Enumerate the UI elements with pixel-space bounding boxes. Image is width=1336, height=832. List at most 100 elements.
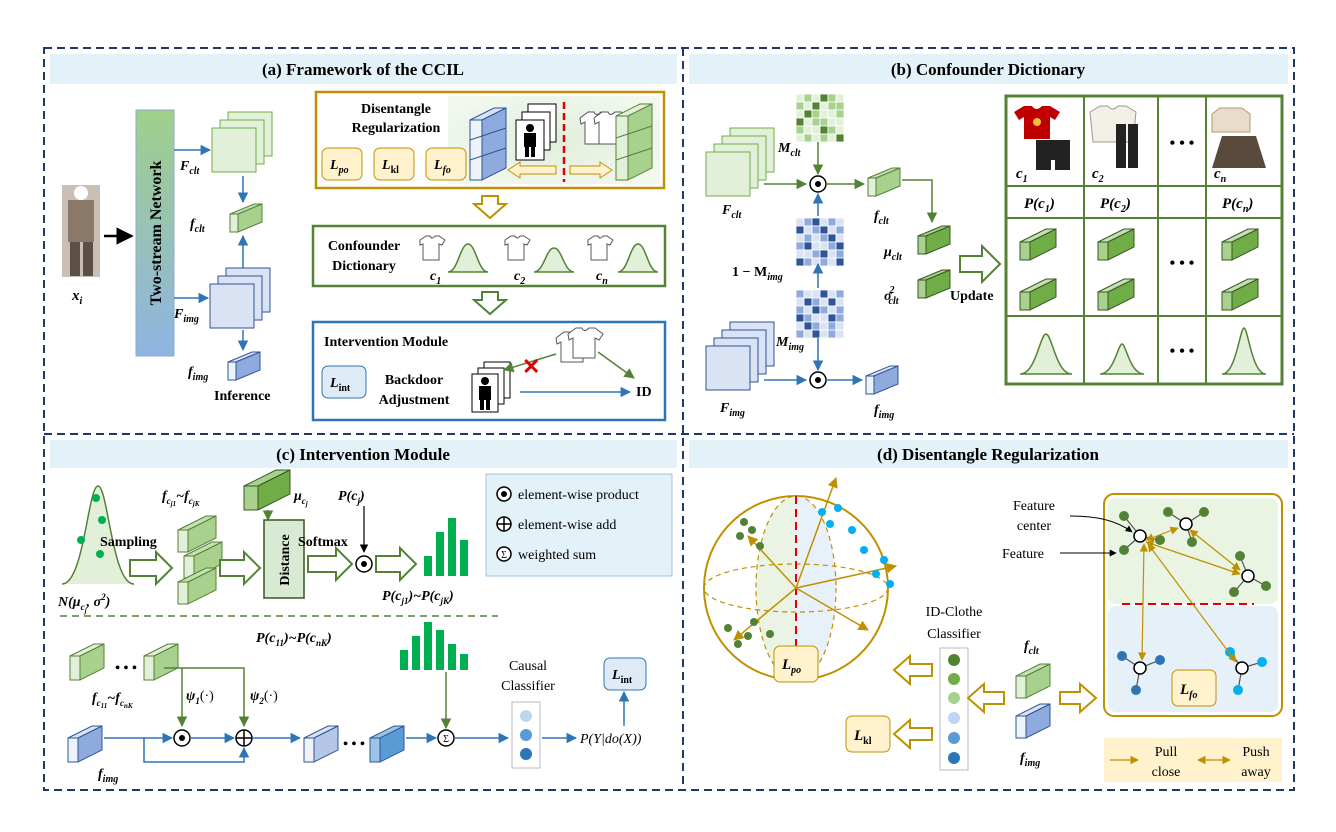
- id-clothe-classifier: [939, 647, 969, 771]
- dictionary-gaussians-a: [447, 243, 659, 273]
- f-clt-label-b: Fclt: [721, 203, 743, 221]
- sampling-label: Sampling: [100, 535, 157, 550]
- backdoor-label-2: Adjustment: [379, 393, 450, 408]
- loss-fo-badge-a: Lfo: [425, 147, 467, 181]
- psi2-label: ψ2(·): [250, 689, 278, 706]
- product-node-top: [809, 175, 827, 193]
- svg-text:Lfo: Lfo: [1179, 682, 1198, 701]
- svg-text:Lint: Lint: [329, 376, 351, 394]
- svg-text:Lkl: Lkl: [853, 728, 872, 747]
- panel-b-title: (b) Confounder Dictionary: [891, 60, 1086, 79]
- sampling-arrow: [129, 549, 174, 587]
- prob-bars-bottom: [400, 622, 468, 670]
- arrow-to-lpo: [892, 653, 933, 687]
- p-c1-label: P(c1): [1024, 196, 1055, 215]
- title-bar-b: [689, 54, 1288, 84]
- clothes-icon-b: [555, 327, 604, 363]
- legend-product-label: element-wise product: [518, 488, 639, 503]
- f-range-label: fcj1~fcjK: [162, 489, 201, 508]
- dictionary-gaussians-b: [1019, 327, 1267, 375]
- add-node-c: [235, 729, 253, 747]
- push-label-2: away: [1241, 765, 1271, 780]
- dictionary-cube: [1019, 228, 1057, 261]
- disentangle-green-cubes: [615, 103, 653, 181]
- sphere-green-points: [724, 518, 774, 648]
- output-label: P(Y|do(X)): [579, 732, 642, 747]
- id-clothe-classifier-label-2: Classifier: [927, 627, 981, 642]
- arrow-to-fo: [1059, 681, 1098, 715]
- causal-classifier: [511, 701, 541, 769]
- title-bar-d: [689, 440, 1288, 468]
- input-label: xi: [71, 288, 83, 307]
- outer-frame: [43, 47, 1295, 791]
- svg-text:Lfo: Lfo: [433, 158, 451, 176]
- p-cn-label: P(cn): [1222, 196, 1253, 215]
- f-clt-small-label-a: fclt: [190, 217, 206, 235]
- sampled-feature-cube: [177, 515, 217, 553]
- product-node-bottom: [809, 371, 827, 389]
- f-clt-feature-stack: [211, 111, 273, 173]
- product-node-c2: [173, 729, 191, 747]
- two-stream-network: [135, 109, 175, 357]
- dictionary-cube: [1221, 278, 1259, 311]
- loss-po-badge-a: Lpo: [321, 147, 363, 181]
- f-clt-vector-cube: [229, 203, 263, 233]
- f-clt-cube-d: [1015, 663, 1051, 699]
- loss-po-badge-d: Lpo: [773, 645, 819, 683]
- pull-label: Pull: [1155, 745, 1178, 760]
- p-all-label: P(c11)~P(cnK): [256, 631, 332, 648]
- prob-bars-top: [424, 518, 468, 576]
- causal-classifier-label-2: Classifier: [501, 679, 555, 694]
- p-c2-label: P(c2): [1100, 196, 1131, 215]
- pull-label-2: close: [1152, 765, 1181, 780]
- intervention-title: Intervention Module: [324, 335, 448, 350]
- confounder-dictionary-box: [311, 224, 667, 288]
- dots-mid: • • •: [1170, 255, 1195, 272]
- p-cj-label: P(cj): [338, 489, 365, 506]
- intermediate-dots: • • •: [343, 737, 365, 752]
- feature-center-label-2: center: [1017, 519, 1052, 534]
- person-cards-icon: [515, 103, 557, 161]
- arrow-to-classifier: [966, 681, 1005, 715]
- dict-c1-label: c1: [1016, 166, 1028, 185]
- causal-classifier-label: Causal: [509, 659, 547, 674]
- disentangle-title: Disentangle: [361, 102, 431, 117]
- title-bar-a: [50, 54, 677, 84]
- f-img-vector-cube-b: [865, 365, 899, 395]
- disentangle-blue-cubes: [469, 107, 507, 181]
- sampled-feature-cube: [183, 541, 223, 579]
- mu-cj-label: μcj: [293, 489, 308, 508]
- f-clt-label-d: fclt: [1024, 639, 1040, 657]
- cluster-centers: [1133, 517, 1255, 675]
- clothing-image-cn: [1211, 107, 1266, 168]
- distance-box: [263, 519, 305, 599]
- panel-b: Fclt Mclt fclt 1 − Mimg Mimg: [705, 93, 1284, 421]
- flow-arrow-1: [471, 195, 509, 220]
- softmax-label: Softmax: [298, 535, 348, 550]
- mask-inverse-img-grid: [795, 217, 845, 267]
- dots-bottom: • • •: [1170, 343, 1195, 360]
- loss-int-badge-c: Lint: [603, 657, 647, 691]
- dictionary-cube: [1019, 278, 1057, 311]
- sampled-feature-cube: [177, 567, 217, 605]
- to-distance-arrow: [219, 549, 262, 587]
- dictionary-cube-cells: [1019, 228, 1259, 311]
- f-img-small-label-b: fimg: [874, 403, 894, 421]
- red-cross-icon: ✕: [522, 354, 540, 379]
- svg-text:Lint: Lint: [611, 668, 633, 686]
- id-clothe-classifier-label: ID-Clothe: [926, 605, 983, 620]
- sampling-gaussian: [61, 485, 135, 585]
- svg-text:Lpo: Lpo: [781, 657, 801, 676]
- loss-int-badge-a: Lint: [321, 365, 367, 399]
- f-img-label-a: Fimg: [173, 307, 199, 325]
- dictionary-title: Confounder: [328, 239, 400, 254]
- pull-push-arrows: [1137, 526, 1241, 663]
- loss-kl-badge-a: Lkl: [373, 147, 415, 181]
- network-label: Two-stream Network: [148, 161, 165, 306]
- intermediate-cubes-c: [303, 725, 405, 763]
- c2-label-a: c2: [514, 269, 525, 287]
- svg-text:Lpo: Lpo: [329, 158, 349, 176]
- f-img-label-d: fimg: [1020, 751, 1040, 769]
